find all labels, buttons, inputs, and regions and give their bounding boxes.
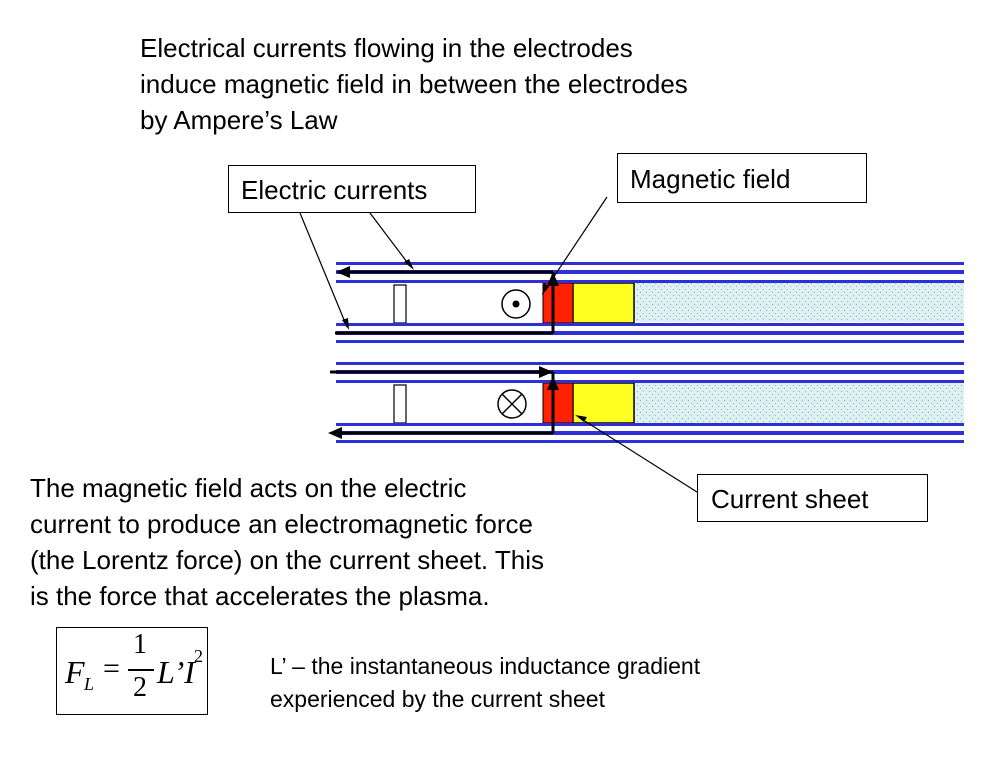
explanation-line-4: is the force that accelerates the plasma… [30, 581, 490, 611]
upper-gas-region [634, 280, 964, 322]
intro-text: Electrical currents flowing in the elect… [140, 30, 840, 138]
lower-top-electrode [336, 362, 964, 383]
lower-gas-region [634, 382, 964, 424]
formula-fraction-bar [128, 669, 154, 671]
formula-exponent: 2 [194, 646, 203, 666]
lower-bottom-electrode [336, 423, 964, 443]
upper-top-electrode [336, 262, 964, 283]
upper-current-sheet [542, 282, 574, 324]
sheet-leader-arrowhead [575, 415, 587, 422]
label-leaders [299, 196, 698, 493]
lower-plasma-block [572, 382, 635, 424]
explanation-line-3: (the Lorentz force) on the current sheet… [30, 545, 545, 575]
lorentz-force-formula: F L = 1 2 L’I 2 [56, 627, 208, 715]
intro-line-3: by Ampere’s Law [140, 105, 338, 135]
upper-channel [335, 262, 964, 343]
explanation-line-1: The magnetic field acts on the electric [30, 473, 467, 503]
lower-sheet-arrowhead [547, 376, 559, 390]
currents-leader-arrowhead-2 [342, 318, 349, 330]
currents-leader-arrowhead-1 [404, 259, 414, 270]
definition-line-1: L’ – the instantaneous inductance gradie… [270, 653, 701, 679]
upper-left-arrowhead [336, 266, 350, 278]
upper-insulator [393, 284, 407, 324]
current-sheet-label: Current sheet [697, 474, 928, 522]
formula-term: L’I [157, 654, 195, 690]
formula-equals: = [103, 652, 120, 685]
upper-plasma-block [572, 282, 635, 324]
upper-bottom-electrode [336, 323, 964, 343]
intro-line-1: Electrical currents flowing in the elect… [140, 33, 633, 63]
explanation-text: The magnetic field acts on the electric … [30, 470, 670, 614]
lower-right-arrowhead [539, 366, 553, 378]
formula-subscript: L [84, 674, 95, 694]
explanation-line-2: current to produce an electromagnetic fo… [30, 509, 533, 539]
definition-line-2: experienced by the current sheet [270, 686, 605, 712]
lower-left-arrowhead [328, 427, 342, 439]
field-leader-arrowhead [542, 283, 549, 295]
inductance-definition: L’ – the instantaneous inductance gradie… [270, 650, 870, 716]
magnetic-field-label: Magnetic field [617, 153, 867, 203]
intro-line-2: induce magnetic field in between the ele… [140, 69, 688, 99]
lower-insulator [393, 384, 407, 424]
field-dot [512, 300, 520, 308]
formula-force-symbol: F [65, 654, 85, 690]
electric-currents-label: Electric currents [228, 165, 476, 213]
lower-channel [328, 362, 964, 443]
formula-numerator: 1 [133, 629, 147, 660]
formula-denominator: 2 [133, 672, 147, 703]
